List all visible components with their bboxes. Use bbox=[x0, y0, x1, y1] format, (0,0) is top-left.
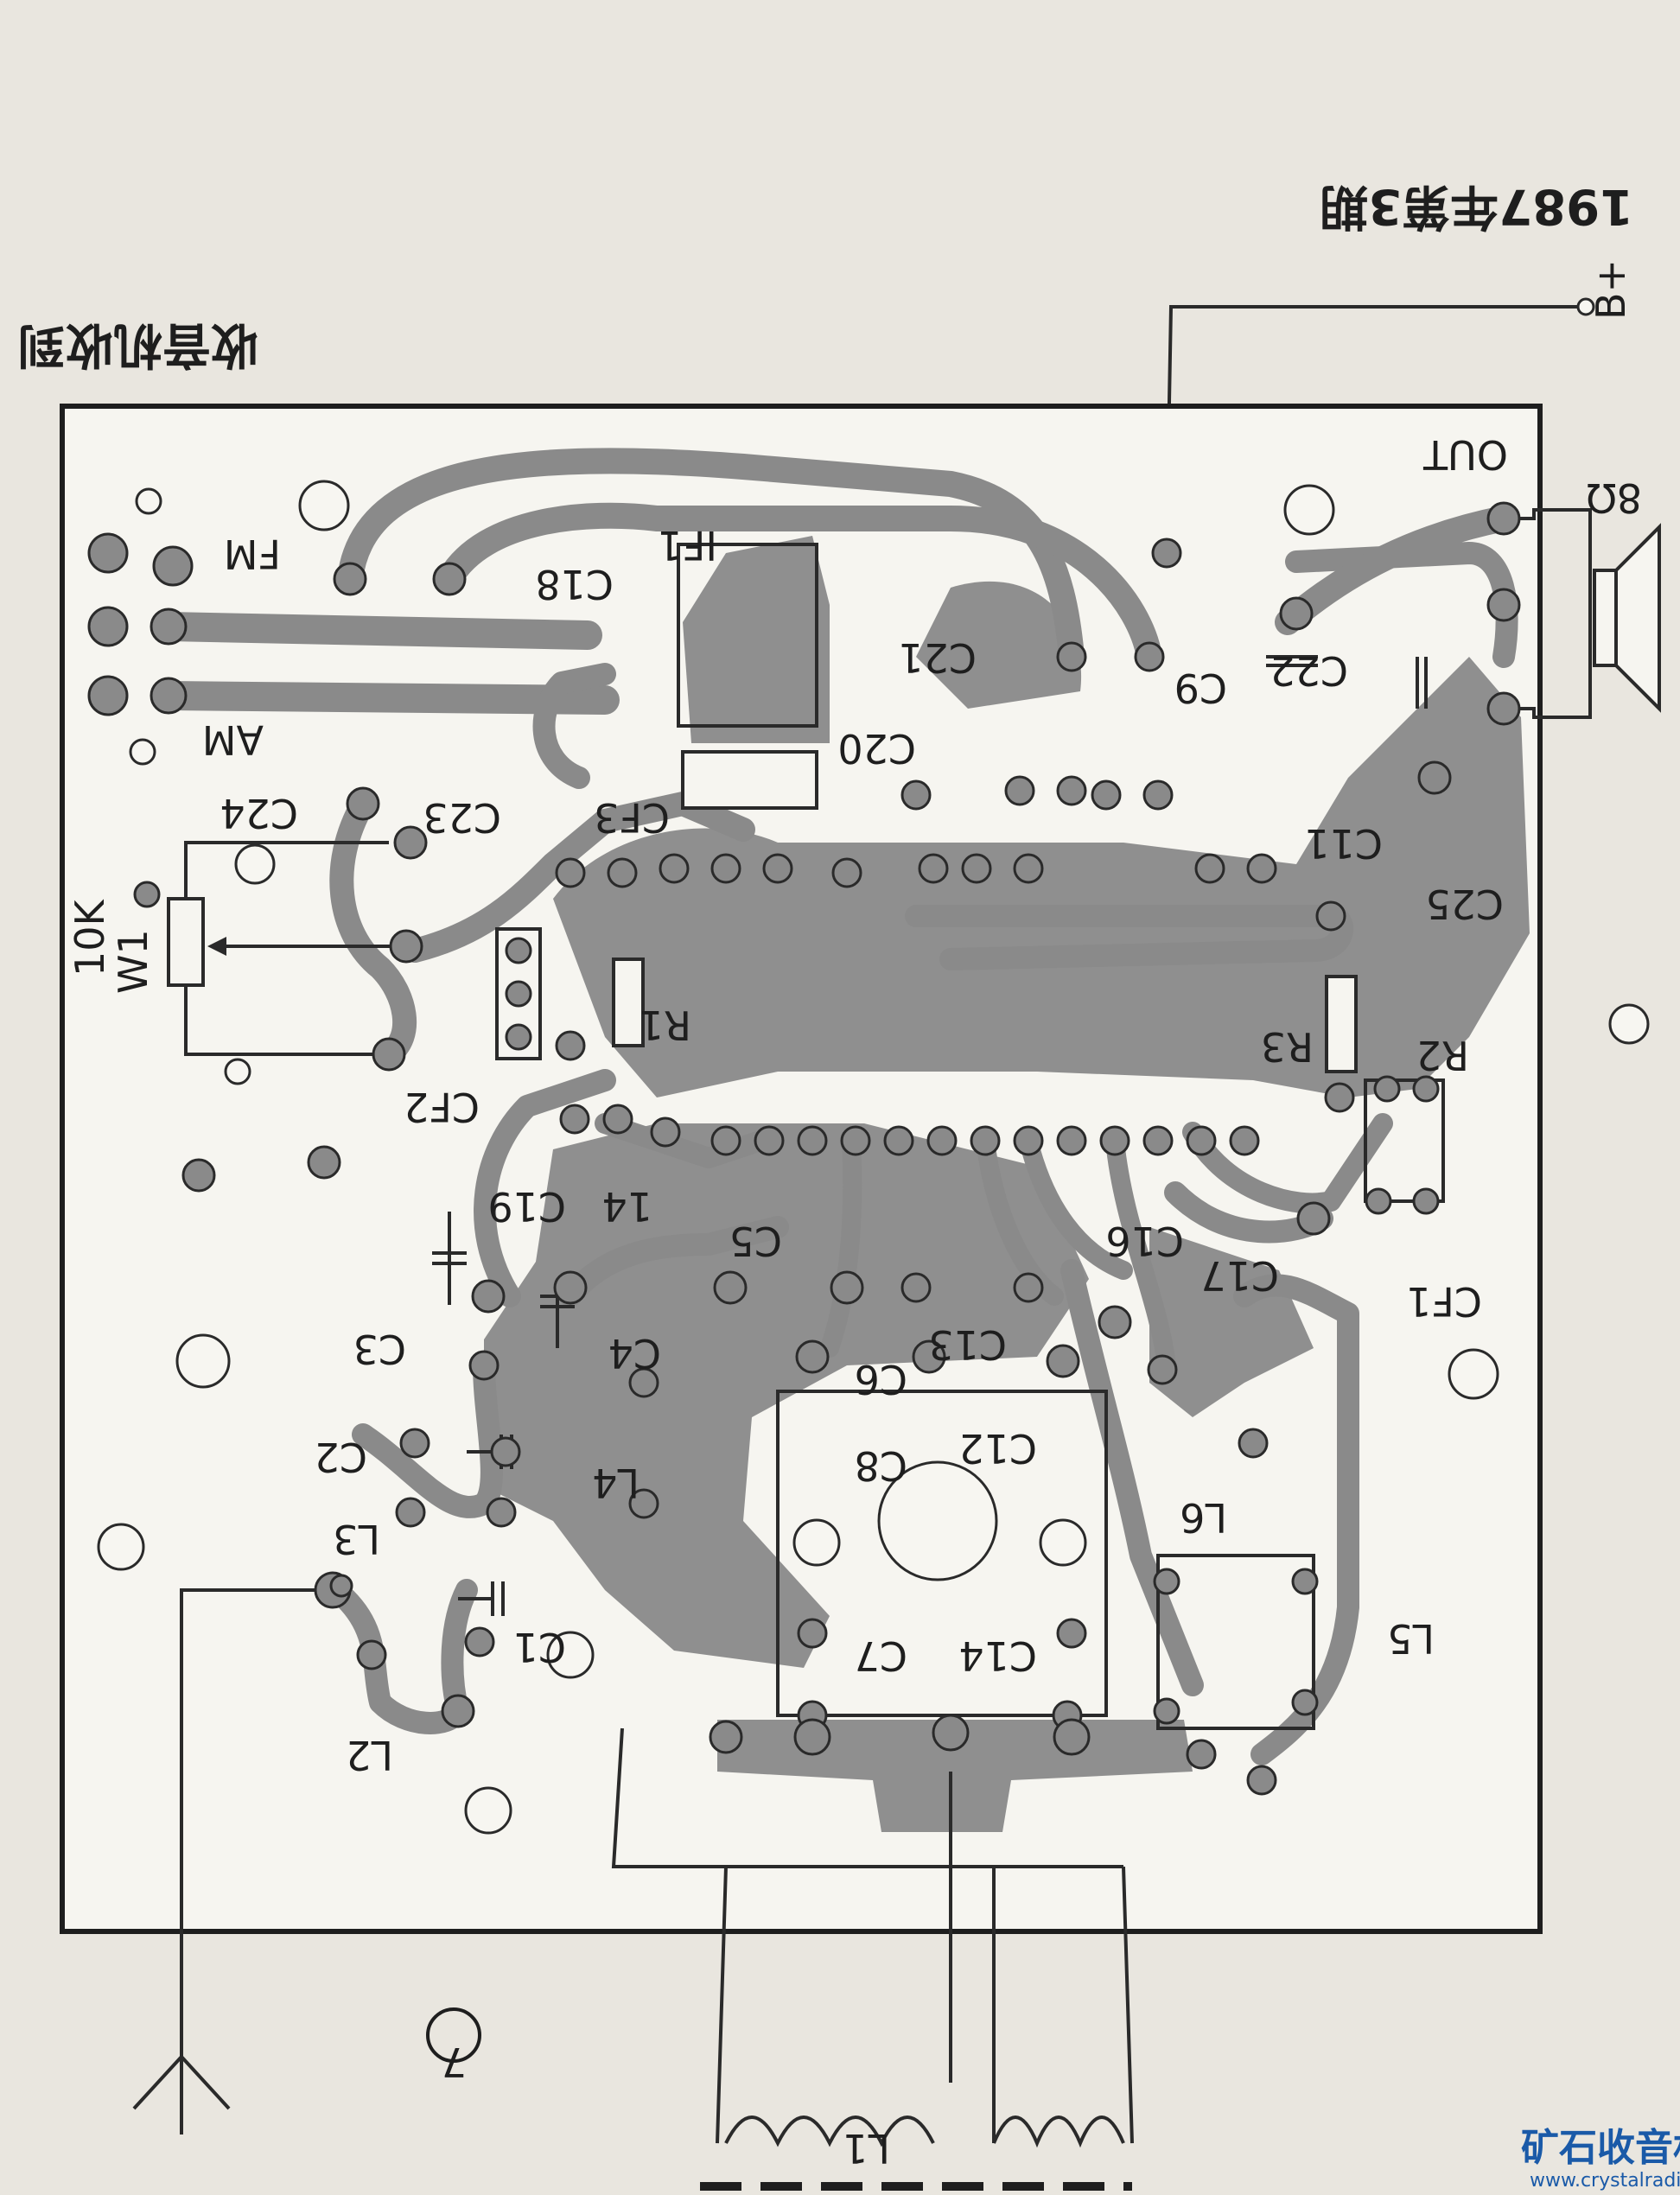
label-c2: C2 bbox=[315, 1434, 367, 1480]
label-10k: 10K bbox=[67, 898, 113, 977]
issue-header: 1987年第3期 bbox=[1320, 178, 1633, 234]
label-cf3: CF3 bbox=[594, 794, 670, 841]
label-cf2: CF2 bbox=[404, 1084, 480, 1130]
label-am: AM bbox=[202, 716, 264, 763]
label-bplus: B+ bbox=[1588, 259, 1634, 320]
solder-pads bbox=[87, 501, 1521, 1796]
label-c20: C20 bbox=[837, 725, 916, 772]
label-c13: C13 bbox=[928, 1321, 1007, 1368]
label-c5: C5 bbox=[729, 1218, 782, 1264]
label-c7: C7 bbox=[855, 1632, 907, 1679]
pcb-traces bbox=[154, 448, 1518, 1766]
label-r1: R1 bbox=[639, 1002, 691, 1048]
label-c4: C4 bbox=[608, 1330, 661, 1377]
label-l5: L5 bbox=[1387, 1615, 1435, 1662]
external-wiring bbox=[132, 508, 1661, 2191]
label-l4: L4 bbox=[592, 1460, 640, 1506]
component-labels: FM AM IF1 C18 C23 C24 CF3 W1 10K R1 R2 R… bbox=[67, 259, 1642, 2172]
label-cf1: CF1 bbox=[1406, 1278, 1482, 1325]
label-c17: C17 bbox=[1200, 1252, 1279, 1299]
label-c16: C16 bbox=[1105, 1218, 1184, 1264]
label-8ohm: 8Ω bbox=[1587, 474, 1642, 521]
label-c1: C1 bbox=[513, 1624, 566, 1670]
label-c14: C14 bbox=[958, 1632, 1037, 1679]
mounting-holes bbox=[97, 480, 1650, 1835]
watermark-cn: 矿石收音机 bbox=[1521, 2126, 1680, 2170]
watermark-url: www.crystalradio.cn bbox=[1530, 2170, 1680, 2192]
label-l2: L2 bbox=[346, 1732, 393, 1778]
label-c19: C19 bbox=[487, 1183, 566, 1230]
label-c22: C22 bbox=[1270, 647, 1348, 694]
label-out: OUT bbox=[1422, 431, 1508, 478]
label-fm: FM bbox=[224, 531, 281, 577]
label-r2: R2 bbox=[1416, 1032, 1469, 1078]
label-figure-7: 7 bbox=[442, 2039, 467, 2085]
label-c25: C25 bbox=[1425, 881, 1504, 927]
label-l1: L1 bbox=[843, 2125, 890, 2172]
column-title: 收音机收到 bbox=[17, 316, 259, 372]
label-c18: C18 bbox=[535, 561, 614, 608]
label-c21: C21 bbox=[898, 634, 977, 681]
label-c24: C24 bbox=[220, 790, 298, 837]
label-c8: C8 bbox=[855, 1442, 907, 1489]
label-c12: C12 bbox=[958, 1425, 1037, 1472]
label-c23: C23 bbox=[423, 794, 501, 841]
label-c9: C9 bbox=[1174, 665, 1227, 711]
label-w1: W1 bbox=[110, 929, 156, 994]
label-c6: C6 bbox=[855, 1356, 907, 1403]
label-l6: L6 bbox=[1180, 1494, 1227, 1541]
label-r3: R3 bbox=[1261, 1023, 1314, 1070]
label-14: 14 bbox=[601, 1183, 652, 1230]
label-c3: C3 bbox=[353, 1326, 406, 1372]
label-if1: IF1 bbox=[658, 522, 717, 569]
label-c11: C11 bbox=[1304, 820, 1383, 867]
label-l3: L3 bbox=[333, 1516, 380, 1562]
